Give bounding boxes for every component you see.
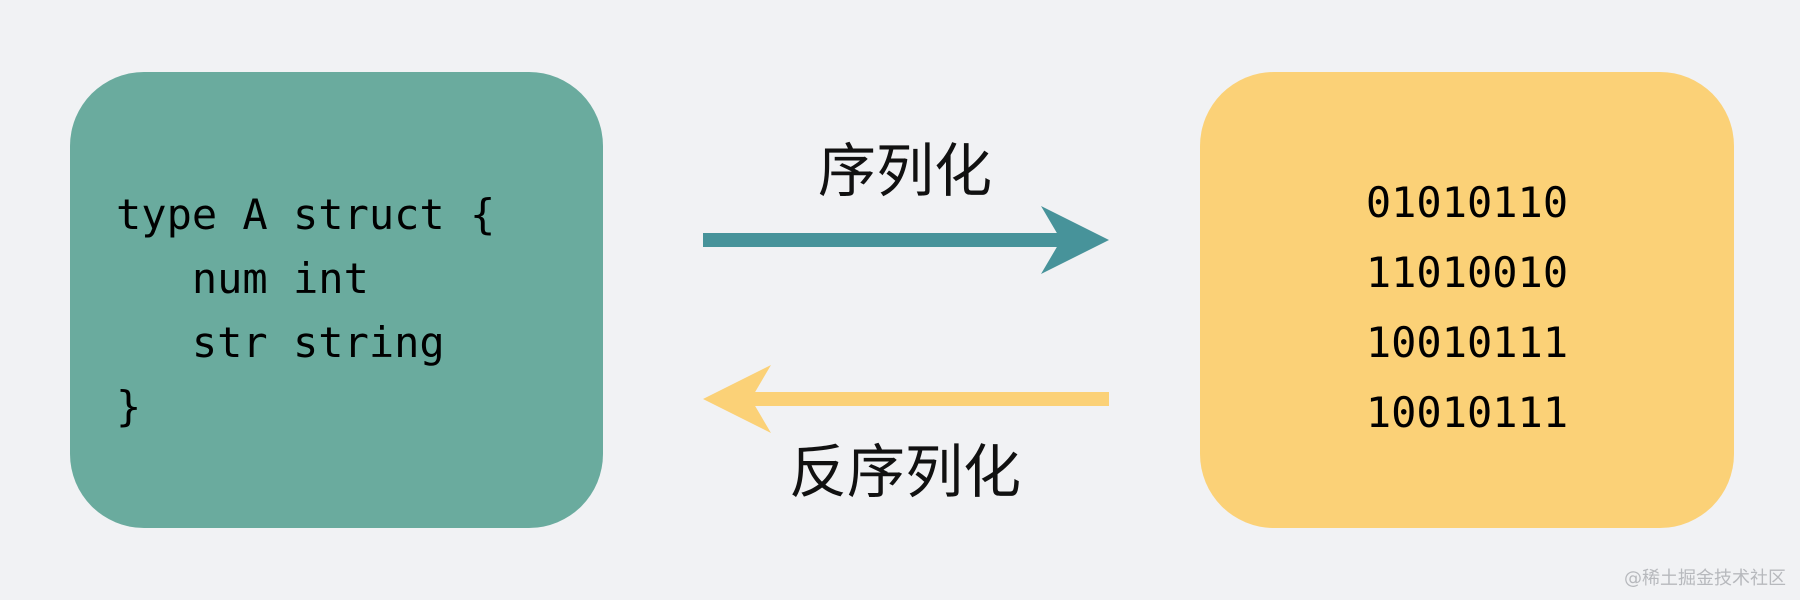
- binary-line: 10010111: [1365, 318, 1569, 367]
- struct-code-line: type A struct {: [116, 190, 496, 239]
- struct-code-box: type A struct { num int str string }: [70, 72, 603, 528]
- binary-line: 10010111: [1365, 388, 1569, 437]
- deserialize-label: 反序列化: [788, 438, 1021, 506]
- serialize-arrow-head: [1041, 206, 1109, 274]
- serialize-arrow-shaft: [703, 233, 1061, 247]
- serialize-arrow: [703, 206, 1109, 274]
- struct-code-line: num int: [116, 254, 369, 303]
- struct-code-line: }: [116, 382, 142, 431]
- struct-code-line: str string: [116, 318, 445, 367]
- binary-line: 01010110: [1365, 178, 1569, 227]
- deserialize-arrow: [703, 365, 1109, 433]
- struct-code: type A struct { num int str string }: [116, 183, 495, 439]
- deserialize-arrow-shaft: [751, 392, 1109, 406]
- serialize-label: 序列化: [817, 137, 992, 205]
- binary-data-box: 01010110 11010010 10010111 10010111: [1200, 72, 1734, 528]
- deserialize-arrow-head: [703, 365, 771, 433]
- binary-lines: 01010110 11010010 10010111 10010111: [1200, 168, 1734, 448]
- binary-line: 11010010: [1365, 248, 1569, 297]
- watermark: @稀土掘金技术社区: [1624, 568, 1786, 589]
